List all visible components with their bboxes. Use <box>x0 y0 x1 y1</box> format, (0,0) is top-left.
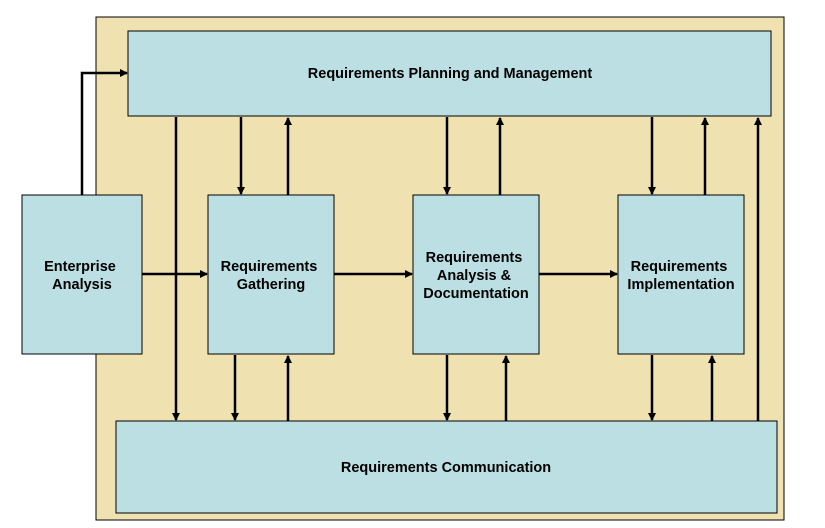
svg-text:Enterprise Analysis: Enterprise Analysis <box>44 259 120 293</box>
svg-text:Requirements Communication: Requirements Communication <box>341 460 551 476</box>
box-communication: Requirements Communication <box>115 420 778 514</box>
svg-text:Requirements Implementat: Requirements Implementation <box>627 259 734 293</box>
box-analysis-line-1: Requirements <box>426 250 523 266</box>
box-analysis-line-3: Documentation <box>423 286 529 302</box>
box-requirements-analysis: Requirements Analysis & Documentation <box>412 194 540 355</box>
box-requirements-implementation: Requirements Implementation <box>617 194 745 355</box>
box-analysis-line-2: Analysis & <box>437 268 512 284</box>
arrow-enterprise-to-planning <box>80 69 128 195</box>
box-planning: Requirements Planning and Management <box>127 30 772 117</box>
box-requirements-gathering: Requirements Gathering <box>207 194 335 355</box>
box-enterprise-analysis: Enterprise Analysis <box>21 194 143 355</box>
box-communication-line-1: Requirements Communication <box>341 460 551 476</box>
box-implementation-line-1: Requirements <box>631 259 728 275</box>
box-gathering-line-2: Gathering <box>237 277 305 293</box>
box-enterprise-line-1: Enterprise <box>44 259 116 275</box>
box-implementation-line-2: Implementation <box>627 277 734 293</box>
svg-text:Requirements Gathering: Requirements Gathering <box>221 259 322 293</box>
box-gathering-line-1: Requirements <box>221 259 318 275</box>
svg-text:Requirements Planning and Mana: Requirements Planning and Management <box>308 66 593 82</box>
box-enterprise-line-2: Analysis <box>52 277 112 293</box>
svg-text:Requirements Analysis &: Requirements Analysis & Documentation <box>423 250 529 302</box>
box-planning-line-1: Requirements Planning and Management <box>308 66 593 82</box>
